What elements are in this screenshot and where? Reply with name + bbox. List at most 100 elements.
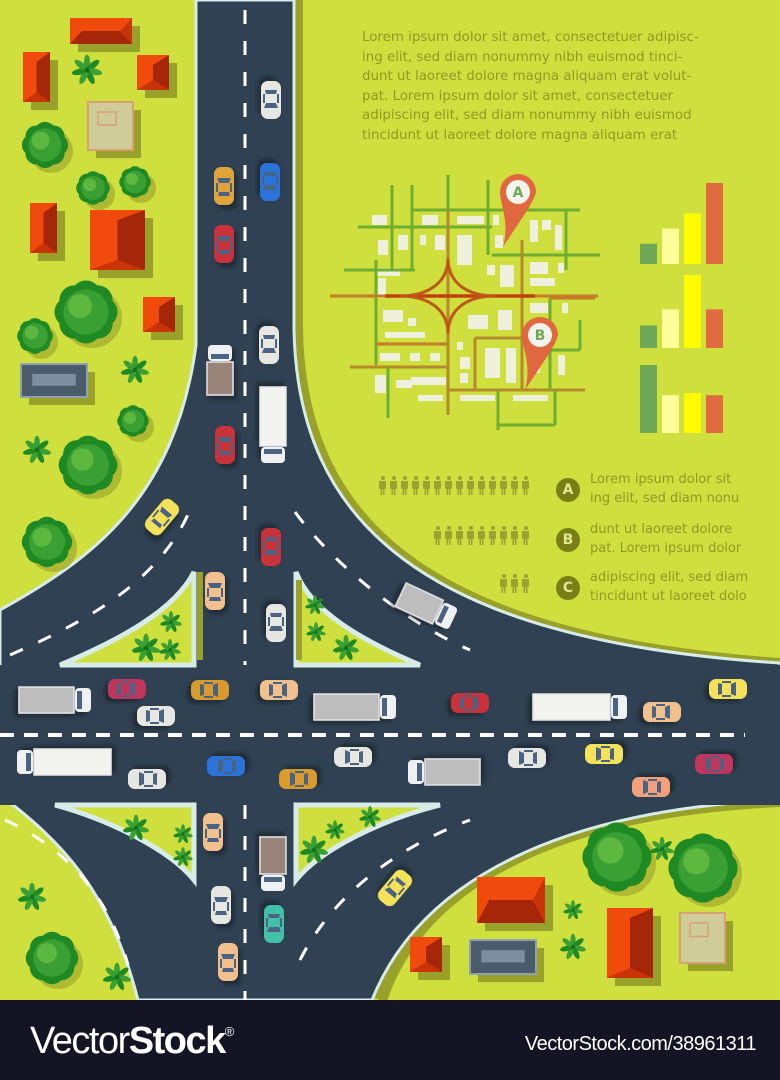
person-icon [499,574,508,594]
people-count-icons [378,476,530,496]
palm-icon [173,824,193,844]
people-count-icons [499,574,530,594]
car-icon [377,869,413,907]
car-icon [215,426,235,464]
person-icon [411,476,420,496]
legend-text: dunt ut laoreet dolore pat. Lorem ipsum … [590,522,742,556]
flat-roof-building [87,101,141,158]
tree-icon [25,931,83,989]
palm-icon [325,820,345,840]
garage-building [20,363,95,405]
car-icon [137,706,175,726]
svg-text:A: A [513,185,524,201]
tree-icon [117,405,154,442]
house-red-roof [90,210,153,278]
palm-icon [132,633,160,662]
bar-orange [706,395,723,433]
house-red-roof [70,18,140,52]
legend-text: adipiscing elit, sed diam tincidunt ut l… [590,570,749,604]
tree-icon [119,166,156,203]
car-icon [260,680,298,700]
car-icon [203,813,223,851]
person-icon [455,526,464,546]
bar-charts [640,183,723,433]
car-icon [207,756,245,776]
tree-icon [58,435,122,499]
truck-icon [532,693,627,721]
palm-icon [160,611,182,633]
map-pins: AB [500,174,558,390]
car-icon [261,81,281,119]
truck-icon [206,345,234,396]
palm-icon [121,355,149,384]
palm-icon [563,900,583,920]
car-icon [128,769,166,789]
intro-paragraph: Lorem ipsum dolor sit amet, consectetuer… [362,30,699,143]
palm-icon [306,622,326,642]
tree-icon [17,318,58,359]
palm-icon [159,639,181,661]
truck-icon [313,693,396,721]
car-icon [205,572,225,610]
palm-icon [71,54,103,85]
car-icon [632,777,670,797]
house-red-roof [410,937,450,980]
truck-icon [259,836,287,891]
car-icon [259,326,279,364]
car-icon [144,498,180,536]
bar-yellow [684,275,701,348]
car-icon [264,905,284,943]
car-icon [643,702,681,722]
people-count-icons [433,526,530,546]
car-icon [266,604,286,642]
map-streets [330,175,600,430]
person-icon [422,476,431,496]
car-icon [191,680,229,700]
truck-icon [408,758,481,786]
flat-roof-building [679,912,733,971]
person-icon [488,526,497,546]
car-icon [451,693,489,713]
car-icon [214,225,234,263]
person-icon [444,476,453,496]
palm-icon [103,962,131,991]
person-icon [477,526,486,546]
car-icon [709,679,747,699]
person-icon [433,476,442,496]
truck-icon [17,748,112,776]
palm-icon [333,634,359,661]
bar-orange [706,183,723,264]
bar-light-yellow [662,228,679,264]
house-red-roof [23,52,58,110]
tree-icon [76,171,115,210]
person-icon [477,476,486,496]
person-icon [521,476,530,496]
bar-chart-3 [640,365,723,433]
tree-icon [668,833,742,907]
person-icon [378,476,387,496]
palm-icon [18,882,46,911]
bar-chart-2 [640,275,723,348]
palm-icon [300,835,328,864]
person-icon [455,476,464,496]
person-icon [510,574,519,594]
tree-icon [582,822,656,896]
person-icon [466,526,475,546]
brand-bold: Stock [128,1020,226,1062]
person-icon [499,476,508,496]
road-network [0,0,780,1000]
bar-green [640,325,657,348]
bar-orange [706,309,723,348]
person-icon [444,526,453,546]
houses [23,18,661,986]
person-icon [389,476,398,496]
house-red-roof [607,908,661,986]
palm-icon [23,435,51,464]
car-icon [261,528,281,566]
car-icon [585,744,623,764]
tree-icon [54,280,122,348]
flat-buildings [20,101,733,982]
truck-icon [394,581,458,629]
